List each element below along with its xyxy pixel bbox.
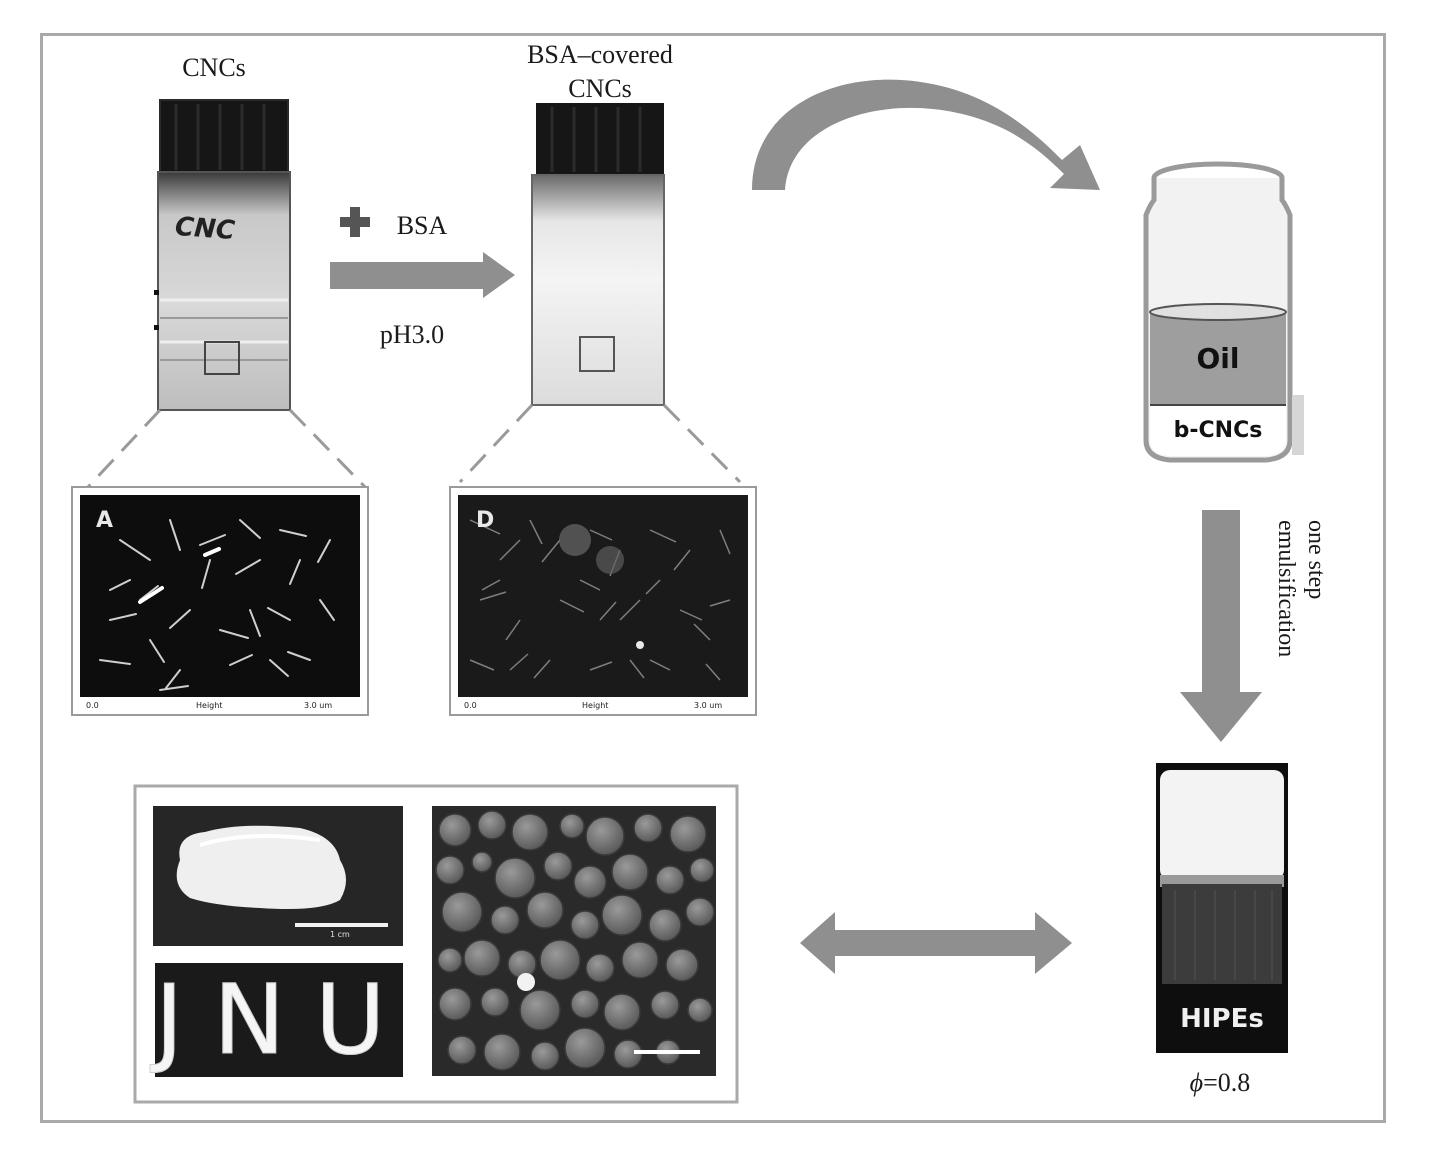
bcnc-layer-label: b-CNCs — [1173, 418, 1263, 443]
curved-arrow — [752, 79, 1100, 190]
phi-symbol: ϕ — [1189, 1068, 1204, 1097]
zoom-lines — [86, 403, 742, 489]
condition-label: pH3.0 — [379, 320, 445, 349]
double-arrow — [800, 912, 1072, 974]
oil-vial — [1143, 161, 1304, 463]
afm-a-axis-title: Height — [196, 701, 223, 710]
figure-frame — [40, 33, 1386, 1123]
vial-cap — [536, 103, 664, 175]
reagent-label: BSA — [396, 211, 448, 240]
hipe-vial-label: HIPEs — [1180, 1004, 1264, 1034]
plus-icon — [340, 207, 370, 237]
afm-a-axis-end: 3.0 um — [304, 701, 333, 710]
step1-arrow — [330, 252, 515, 298]
afm-a-axis-start: 0.0 — [86, 701, 99, 710]
sample-region-box — [204, 341, 240, 375]
afm-a-letter: A — [96, 508, 114, 533]
gel-sample — [176, 825, 346, 909]
vial-body — [158, 172, 290, 410]
vial-body — [532, 175, 664, 405]
afm-d-letter: D — [476, 508, 495, 533]
emulsification-label: one step emulsification — [1265, 520, 1331, 690]
cnc-vial — [154, 99, 291, 411]
vial-handwriting: CNC — [174, 211, 236, 247]
phi-value: =0.8 — [1203, 1068, 1251, 1097]
afm-d-axis-start: 0.0 — [464, 701, 477, 710]
afm-d-axis-title: Height — [582, 701, 609, 710]
jnu-photo — [155, 963, 403, 1077]
emulsification-label-line2: emulsification — [1273, 520, 1299, 658]
vial-cap — [160, 100, 288, 172]
emulsification-arrow — [1180, 510, 1262, 742]
afm-d-axis-end: 3.0 um — [694, 701, 723, 710]
results-panel — [133, 784, 739, 1104]
bsa-cnc-label-line2: CNCs — [568, 74, 632, 103]
jnu-letters: JNU — [155, 964, 416, 1076]
bsa-cnc-vial — [531, 103, 665, 406]
bsa-cnc-label-line1: BSA–covered — [527, 40, 673, 69]
cnc-label: CNCs — [182, 53, 246, 82]
hipe-vial — [1156, 763, 1288, 1053]
phi-label: ϕ=0.8 — [1160, 1068, 1280, 1098]
gel-scale-label: 1 cm — [330, 930, 350, 939]
afm-image-a — [71, 486, 369, 716]
afm-image-d — [449, 486, 757, 716]
oil-layer-label: Oil — [1196, 342, 1240, 375]
emulsification-label-line1: one step — [1303, 520, 1329, 600]
droplets — [435, 810, 715, 1071]
sample-region-box — [579, 336, 615, 372]
